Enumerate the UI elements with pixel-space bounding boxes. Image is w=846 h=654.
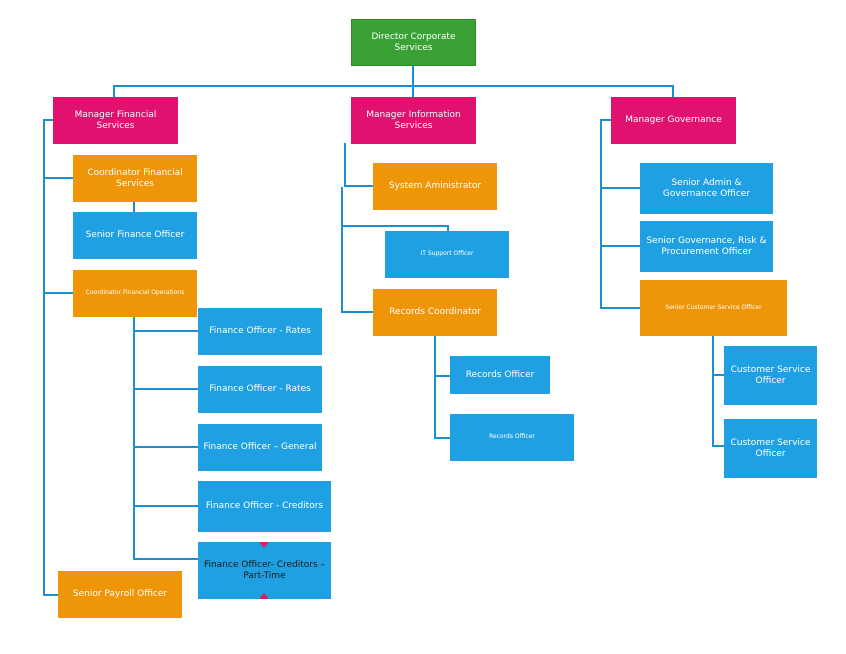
customer-service-officer-label-1: Customer Service Officer — [730, 365, 811, 386]
finance-officer-general-label: Finance Officer – General — [203, 442, 317, 453]
records-officer-label-2: Records Officer — [489, 433, 535, 441]
senior-payroll-officer-box[interactable]: Senior Payroll Officer — [58, 571, 182, 618]
records-coordinator-box[interactable]: Records Coordinator — [373, 289, 497, 336]
finance-officer-creditors-box[interactable]: Finance Officer - Creditors — [198, 481, 331, 532]
manager-financial-label: Manager Financial Services — [74, 110, 157, 131]
director-box[interactable]: Director Corporate Services — [351, 19, 476, 66]
senior-governance-risk-procurement-officer-box[interactable]: Senior Governance, Risk & Procurement Of… — [640, 221, 773, 272]
coordinator-financial-services-label: Coordinator Financial Services — [87, 168, 183, 189]
senior-finance-officer-label: Senior Finance Officer — [85, 230, 185, 241]
finance-officer-rates-box-2[interactable]: Finance Officer - Rates — [198, 366, 322, 413]
connector-line — [133, 201, 135, 213]
coordinator-financial-operations-label: Coordinator Financial Operations — [85, 289, 185, 297]
connector-line — [672, 85, 674, 97]
senior-customer-service-officer-label: Senior Customer Service Officer — [665, 303, 762, 311]
connector-line — [600, 307, 640, 309]
connector-line — [344, 143, 346, 186]
connector-line — [43, 594, 59, 596]
connector-line — [600, 119, 602, 309]
senior-customer-service-officer-box[interactable]: Senior Customer Service Officer — [640, 280, 787, 336]
connector-line — [712, 374, 724, 376]
connector-line — [341, 225, 449, 227]
connector-line — [412, 66, 414, 86]
it-support-officer-label: IT Support Officer — [420, 250, 474, 258]
senior-admin-governance-officer-box[interactable]: Senior Admin & Governance Officer — [640, 163, 773, 214]
manager-information-label: Manager Information Services — [366, 110, 461, 131]
customer-service-officer-box-1[interactable]: Customer Service Officer — [724, 346, 817, 405]
connector-line — [43, 119, 45, 596]
it-support-officer-box[interactable]: IT Support Officer — [385, 231, 509, 278]
senior-finance-officer-box[interactable]: Senior Finance Officer — [73, 212, 197, 259]
connector-line — [434, 437, 450, 439]
customer-service-officer-label-2: Customer Service Officer — [730, 438, 811, 459]
connector-line — [412, 85, 414, 97]
connector-line — [43, 292, 73, 294]
records-officer-box-2[interactable]: Records Officer — [450, 414, 574, 461]
system-administrator-label: System Aministrator — [388, 181, 482, 192]
system-administrator-box[interactable]: System Aministrator — [373, 163, 497, 210]
records-officer-box-1[interactable]: Records Officer — [450, 356, 550, 394]
finance-officer-creditors-part-time-label: Finance Officer- Creditors – Part-Time — [203, 560, 326, 581]
connector-line — [600, 187, 640, 189]
connector-line — [341, 187, 343, 313]
connector-line — [133, 317, 135, 560]
connector-line — [43, 177, 73, 179]
connector-line — [341, 311, 373, 313]
finance-officer-rates-label-1: Finance Officer - Rates — [209, 326, 311, 337]
senior-payroll-officer-label: Senior Payroll Officer — [72, 589, 168, 600]
manager-governance-box[interactable]: Manager Governance — [611, 97, 736, 144]
finance-officer-rates-label-2: Finance Officer - Rates — [209, 384, 311, 395]
connector-line — [712, 336, 714, 447]
finance-officer-rates-box-1[interactable]: Finance Officer - Rates — [198, 308, 322, 355]
director-label: Director Corporate Services — [371, 32, 456, 53]
connector-line — [113, 85, 115, 97]
finance-officer-creditors-part-time-box[interactable]: Finance Officer- Creditors – Part-Time — [198, 542, 331, 599]
connector-line — [133, 558, 198, 560]
senior-admin-governance-officer-label: Senior Admin & Governance Officer — [662, 178, 751, 199]
connector-line — [600, 245, 640, 247]
manager-governance-label: Manager Governance — [625, 115, 722, 126]
manager-information-box[interactable]: Manager Information Services — [351, 97, 476, 144]
connector-line — [344, 185, 373, 187]
customer-service-officer-box-2[interactable]: Customer Service Officer — [724, 419, 817, 478]
finance-officer-creditors-label: Finance Officer - Creditors — [205, 501, 324, 512]
senior-governance-risk-procurement-officer-label: Senior Governance, Risk & Procurement Of… — [646, 236, 767, 257]
selection-marker-top — [259, 542, 269, 548]
connector-line — [133, 446, 198, 448]
coordinator-financial-operations-box[interactable]: Coordinator Financial Operations — [73, 270, 197, 317]
finance-officer-general-box[interactable]: Finance Officer – General — [198, 424, 322, 471]
connector-line — [133, 388, 198, 390]
connector-line — [43, 119, 54, 121]
connector-line — [447, 225, 449, 232]
records-coordinator-label: Records Coordinator — [389, 307, 481, 318]
connector-line — [133, 330, 198, 332]
selection-marker-bottom — [259, 593, 269, 599]
connector-line — [434, 375, 450, 377]
records-officer-label-1: Records Officer — [465, 369, 535, 380]
connector-line — [600, 119, 611, 121]
manager-financial-box[interactable]: Manager Financial Services — [53, 97, 178, 144]
connector-line — [113, 85, 674, 87]
coordinator-financial-services-box[interactable]: Coordinator Financial Services — [73, 155, 197, 202]
connector-line — [133, 505, 198, 507]
connector-line — [712, 445, 724, 447]
connector-line — [434, 336, 436, 438]
